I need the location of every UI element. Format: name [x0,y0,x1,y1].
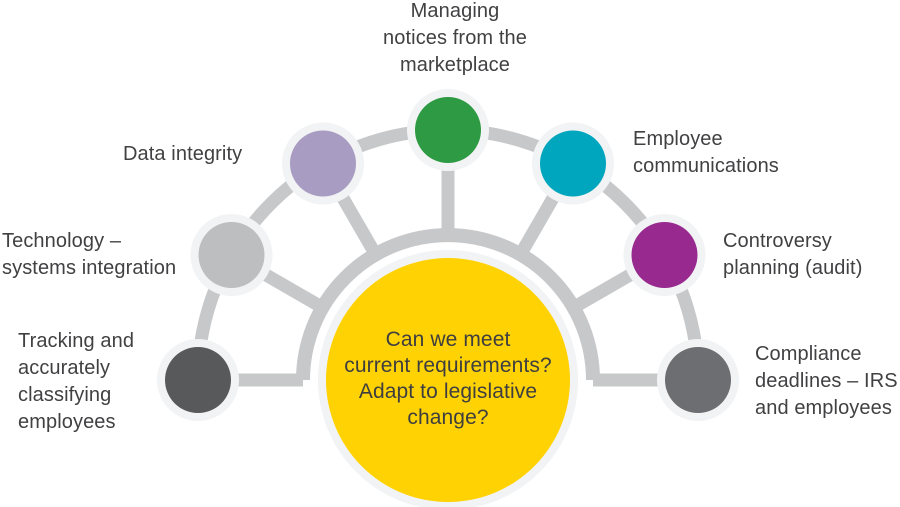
node-label-technology-systems-integration: Technology – systems integration [2,230,177,279]
node-circle-controversy-planning-audit [631,222,698,288]
node-label-data-integrity: Data integrity [123,143,243,165]
node-label-tracking-classifying-employees: Tracking and accurately classifying empl… [18,330,135,433]
node-circle-data-integrity [290,130,356,197]
center-circle [326,258,570,502]
node-circle-technology-systems-integration [198,222,265,288]
node-circle-tracking-classifying-employees [165,347,231,413]
node-label-employee-communications: Employee communications [633,128,779,177]
node-circle-employee-communications [540,130,606,197]
node-label-compliance-deadlines-irs: Compliance deadlines – IRS and employees [755,343,898,419]
node-label-controversy-planning-audit: Controversy planning (audit) [723,230,863,279]
node-circle-managing-notices-marketplace [415,97,481,163]
node-circle-compliance-deadlines-irs [665,347,731,413]
center-question-text: Can we meet current requirements? Adapt … [344,328,552,429]
node-label-managing-notices-marketplace: Managing notices from the marketplace [383,0,527,76]
spokes [198,130,698,387]
